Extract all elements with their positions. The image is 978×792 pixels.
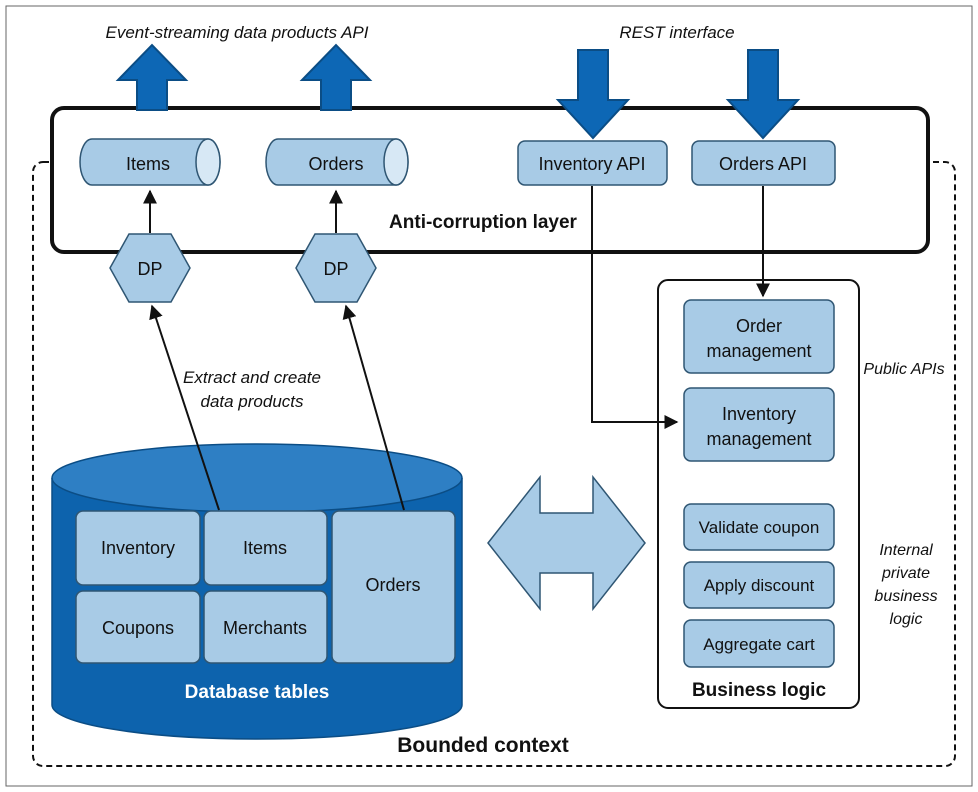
internal-label-line4: logic — [890, 611, 923, 628]
internal-label-line2: private — [881, 565, 930, 582]
extract-label-line2: data products — [200, 392, 304, 411]
table-coupons: Coupons — [75, 590, 201, 664]
event-stream-arrow-items — [115, 43, 189, 111]
table-orders: Orders — [331, 510, 456, 664]
event-streaming-label: Event-streaming data products API — [105, 23, 368, 42]
apply-discount-box: Apply discount — [683, 561, 835, 609]
aggregate-cart-box: Aggregate cart — [683, 619, 835, 668]
inventory-api-label: Inventory API — [538, 154, 645, 174]
extract-label-line1: Extract and create — [183, 368, 321, 387]
inventory-api-to-inventory-management-arrow — [591, 186, 679, 429]
database-business-logic-double-arrow — [487, 474, 646, 612]
bounded-context-label: Bounded context — [397, 734, 569, 757]
items-topic-label: Items — [126, 154, 170, 174]
table-items-label: Items — [243, 538, 287, 558]
inventory-management-label-line2: management — [706, 429, 811, 449]
orders-api-box: Orders API — [691, 140, 836, 186]
apply-discount-label: Apply discount — [704, 576, 815, 595]
items-topic: Items — [79, 138, 221, 186]
data-product-hexagon-left: DP — [109, 233, 191, 303]
validate-coupon-box: Validate coupon — [683, 503, 835, 551]
items-table-to-dp-arrow — [149, 304, 220, 511]
anti-corruption-layer-label: Anti-corruption layer — [389, 212, 578, 233]
order-management-label-line1: Order — [736, 316, 782, 336]
validate-coupon-label: Validate coupon — [699, 518, 820, 537]
rest-arrow-inventory — [555, 49, 631, 140]
table-merchants: Merchants — [203, 590, 328, 664]
business-logic-label: Business logic — [692, 680, 827, 701]
inventory-api-box: Inventory API — [517, 140, 668, 186]
table-inventory-label: Inventory — [101, 538, 175, 558]
aggregate-cart-label: Aggregate cart — [703, 635, 815, 654]
table-orders-label: Orders — [365, 575, 420, 595]
order-management-box: Order management — [683, 299, 835, 374]
order-management-label-line2: management — [706, 341, 811, 361]
rest-interface-label: REST interface — [619, 23, 734, 42]
dp-left-label: DP — [137, 259, 162, 279]
dp-right-label: DP — [323, 259, 348, 279]
orders-api-label: Orders API — [719, 154, 807, 174]
orders-table-to-dp-arrow — [342, 304, 405, 511]
internal-label-line1: Internal — [879, 542, 933, 559]
figure-frame — [5, 5, 973, 787]
event-stream-arrow-orders — [299, 43, 373, 111]
rest-arrow-orders — [725, 49, 801, 140]
data-product-hexagon-right: DP — [295, 233, 377, 303]
internal-label-line3: business — [874, 588, 937, 605]
table-merchants-label: Merchants — [223, 618, 307, 638]
table-items: Items — [203, 510, 328, 586]
table-coupons-label: Coupons — [102, 618, 174, 638]
table-inventory: Inventory — [75, 510, 201, 586]
inventory-management-label-line1: Inventory — [722, 404, 796, 424]
public-apis-label: Public APIs — [863, 361, 944, 378]
inventory-management-box: Inventory management — [683, 387, 835, 462]
orders-topic: Orders — [265, 138, 409, 186]
orders-topic-label: Orders — [308, 154, 363, 174]
database-tables-label: Database tables — [185, 682, 330, 703]
